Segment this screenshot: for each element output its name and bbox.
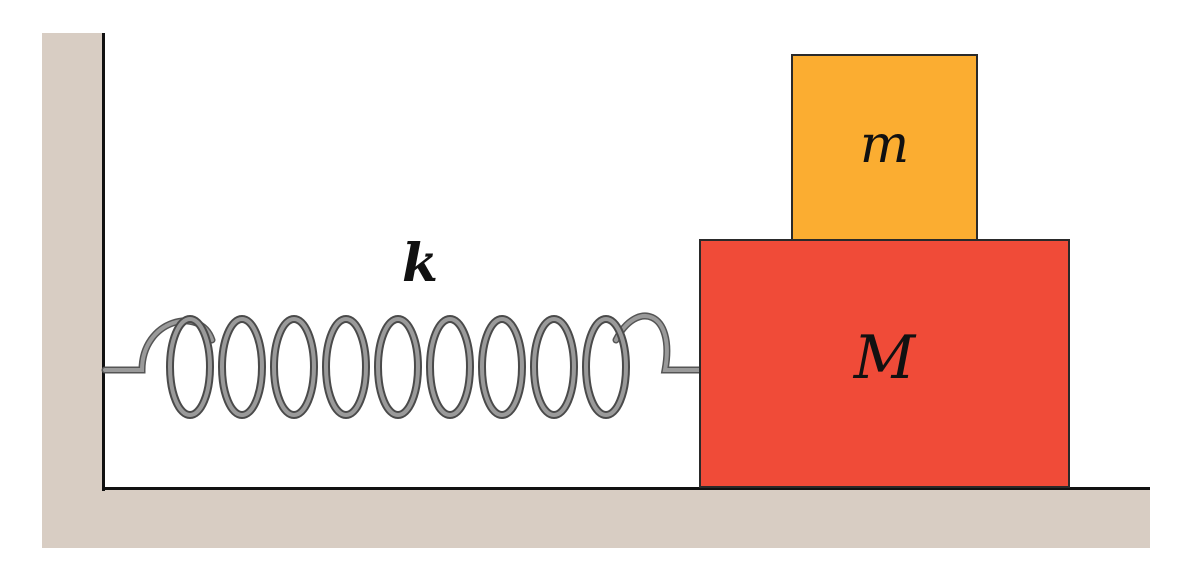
spring-coil-highlight <box>272 317 316 417</box>
spring-coil-highlight <box>480 317 524 417</box>
floor <box>42 489 1150 548</box>
spring-coil-highlight <box>376 317 420 417</box>
spring-coil-highlight <box>220 317 264 417</box>
upper-block-label: m <box>859 114 910 175</box>
lower-block: M <box>699 239 1070 488</box>
spring-coil-highlight <box>168 317 212 417</box>
spring-coil-highlight <box>584 317 628 417</box>
spring-coil-highlight <box>428 317 472 417</box>
wall-surface-line <box>102 33 105 491</box>
spring-coil-highlight <box>324 317 368 417</box>
lower-block-label: M <box>853 322 916 393</box>
floor-surface-line <box>102 487 1150 490</box>
spring-constant-label: k <box>401 233 439 294</box>
spring-coil-highlight <box>532 317 576 417</box>
upper-block: m <box>791 54 978 241</box>
wall <box>42 33 104 548</box>
